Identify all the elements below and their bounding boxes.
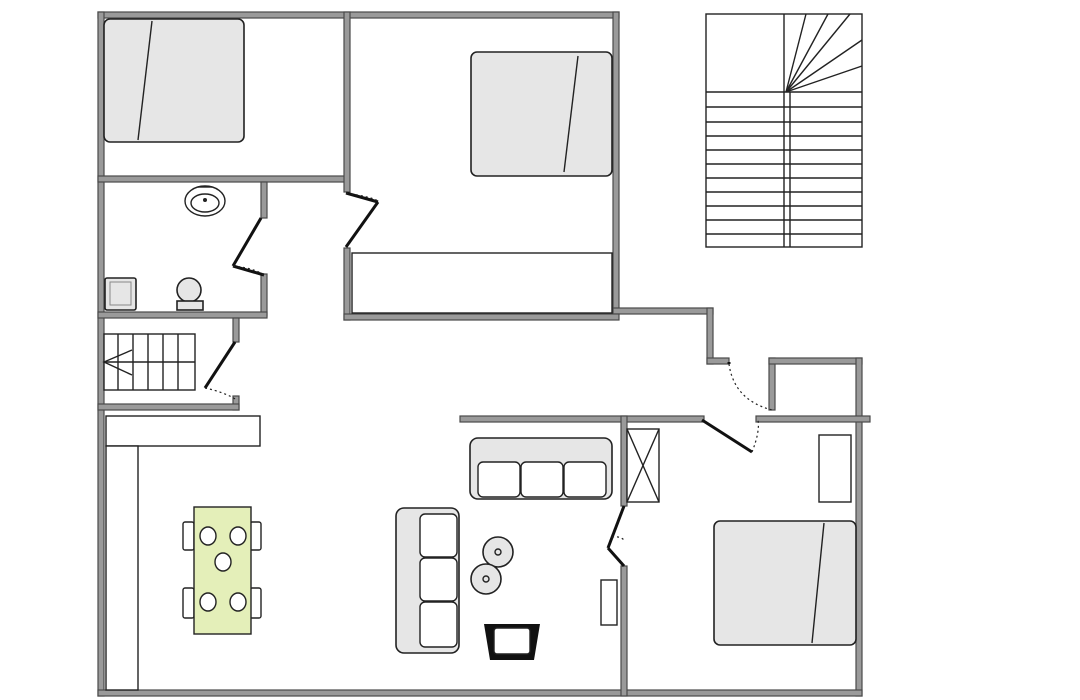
wall-top xyxy=(97,11,620,19)
wall-bathroom-right-lower xyxy=(260,273,268,317)
wall-right-lower xyxy=(855,357,863,697)
wardrobe-crossed xyxy=(626,428,660,503)
door-swing-icon xyxy=(344,191,380,248)
door-swing-icon xyxy=(203,341,238,401)
wall-step-horizontal xyxy=(612,307,714,315)
kitchen-counter xyxy=(105,415,261,691)
wall-bedroom3-left-lower xyxy=(620,565,628,697)
armchair-icon xyxy=(484,624,540,660)
wall-bedroom3-top-right xyxy=(755,415,871,423)
wall-bedroom-divider xyxy=(343,11,351,193)
dresser xyxy=(818,434,852,503)
staircase-icon xyxy=(705,13,863,248)
wall-bottom xyxy=(97,689,863,697)
door-swing-icon xyxy=(606,505,626,567)
door-swing-icon xyxy=(231,217,265,277)
dining-table-icon xyxy=(182,506,262,635)
wall-nook-bottom xyxy=(97,403,240,411)
toilet-icon xyxy=(176,277,204,311)
wall-entry-right xyxy=(768,357,776,411)
wall-nook-right-upper xyxy=(232,317,240,343)
wall-bathroom-bottom xyxy=(97,311,268,319)
wall-step-vertical xyxy=(706,307,714,365)
wall-bedroom3-top-left xyxy=(459,415,705,423)
wall-right-upper xyxy=(612,11,620,315)
wall-bedroom1-bottom xyxy=(97,175,347,183)
wall-left xyxy=(97,11,105,697)
bed-icon xyxy=(103,18,245,143)
bed-icon xyxy=(470,51,613,177)
door-swing-icon xyxy=(727,362,773,411)
wall-bedroom3-left-upper xyxy=(620,415,628,507)
wall-bedroom2-bottom xyxy=(343,313,620,321)
wall-step-stub xyxy=(706,357,730,365)
wall-bathroom-right-upper xyxy=(260,181,268,219)
sink-icon xyxy=(184,185,226,217)
door-swing-icon xyxy=(701,418,759,454)
shower-tray xyxy=(104,277,137,311)
nightstand xyxy=(600,579,618,626)
wall-bedroom2-left-lower xyxy=(343,247,351,321)
wall-entry-top xyxy=(768,357,863,365)
sofa-icon xyxy=(469,437,613,500)
staircase-icon xyxy=(102,333,196,391)
coffee-table xyxy=(470,536,514,595)
sofa-icon xyxy=(395,507,460,654)
wardrobe xyxy=(351,252,613,314)
bed-icon xyxy=(713,520,857,646)
